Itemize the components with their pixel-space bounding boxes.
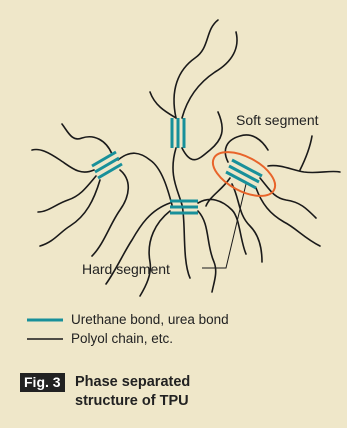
figure-caption: Phase separated structure of TPU — [75, 373, 190, 411]
black-line-icon — [27, 336, 63, 342]
polyol-chain — [92, 170, 128, 256]
polyol-chain — [174, 20, 218, 118]
polyol-chain — [32, 149, 94, 172]
soft-segment-label: Soft segment — [236, 112, 319, 128]
legend-item-chain: Polyol chain, etc. — [27, 331, 173, 346]
hard-segment-label: Hard segment — [82, 261, 170, 277]
polyol-chain — [268, 166, 340, 173]
polyol-chain — [225, 135, 268, 162]
polyol-chain — [182, 112, 222, 160]
soft-segment-chain — [300, 136, 312, 170]
legend-item-bond: Urethane bond, urea bond — [27, 312, 229, 327]
polyol-chain — [140, 211, 170, 296]
teal-line-icon — [27, 317, 63, 323]
legend-label: Polyol chain, etc. — [71, 331, 173, 346]
figure-tag: Fig. 3 — [20, 373, 65, 392]
legend-label: Urethane bond, urea bond — [71, 312, 229, 327]
polyol-chain — [256, 188, 320, 246]
urethane-bond-bottom — [170, 201, 198, 213]
urethane-bond-top — [172, 118, 184, 148]
tpu-structure-diagram — [0, 0, 347, 330]
polyol-chain — [38, 176, 96, 212]
polyol-chain — [150, 92, 176, 118]
polyol-chain — [40, 180, 100, 246]
polyol-chain — [62, 124, 112, 154]
polyol-chain — [182, 32, 237, 118]
polyol-chain — [260, 178, 316, 218]
caption-line: Phase separated — [75, 373, 190, 392]
caption-line: structure of TPU — [75, 392, 190, 411]
urethane-bond-left — [92, 152, 122, 178]
polyol-chain — [198, 211, 216, 292]
